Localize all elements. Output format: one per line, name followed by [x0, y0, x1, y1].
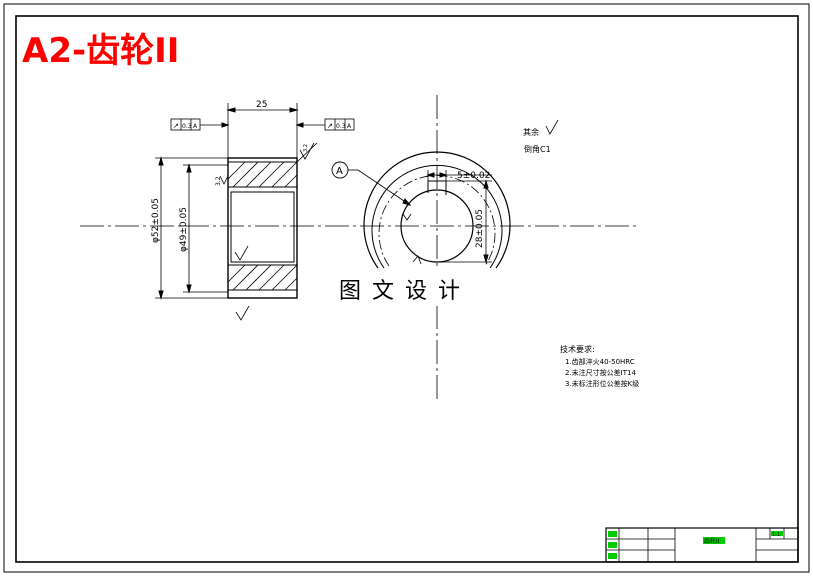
gdt-left-datum: A — [193, 123, 198, 130]
tech-req-title: 技术要求: — [560, 344, 595, 354]
gdt-right-val: 0.3 — [336, 123, 346, 130]
roughness-mid: 3.2 — [303, 144, 309, 152]
roughness-left: 3.2 — [215, 176, 222, 186]
drawing-title: A2-齿轮II — [22, 31, 179, 71]
gdt-right-sym: ↗ — [327, 122, 333, 130]
side-section-view — [80, 103, 360, 321]
keyway-width-dim: 5±0.02 — [457, 171, 490, 181]
bore-diameter-dim: φ49±0.05 — [179, 207, 189, 252]
tech-req-item-1: 1.齿部淬火40-50HRC — [565, 357, 635, 366]
gdt-left-val: 0.3 — [182, 123, 192, 130]
title-block-scale: 1:1 — [772, 532, 780, 538]
hatch-top — [227, 161, 298, 188]
datum-a-label: A — [336, 166, 343, 177]
tech-req-item-3: 3.未标注形位公差按K级 — [565, 379, 639, 388]
roughness-rest-label: 其余 — [523, 127, 539, 137]
width-dim: 25 — [256, 100, 267, 110]
tech-req-item-2: 2.未注尺寸按公差IT14 — [565, 368, 636, 377]
outer-border — [3, 3, 810, 573]
title-block-part-name: 齿轮II — [704, 537, 720, 545]
gdt-left-sym: ↗ — [173, 122, 179, 130]
inner-border — [15, 15, 799, 563]
gdt-right-datum: A — [347, 123, 352, 130]
keyway-depth-dim: 28±0.05 — [475, 209, 485, 248]
title-block — [605, 527, 799, 563]
hatch-bottom — [227, 264, 298, 291]
chamfer-note: 倒角C1 — [524, 144, 551, 154]
front-view — [331, 95, 640, 402]
watermark-text: 图 文 设 计 — [339, 279, 462, 304]
outer-diameter-dim: φ52±0.05 — [151, 198, 161, 243]
watermark-bg — [332, 270, 482, 306]
